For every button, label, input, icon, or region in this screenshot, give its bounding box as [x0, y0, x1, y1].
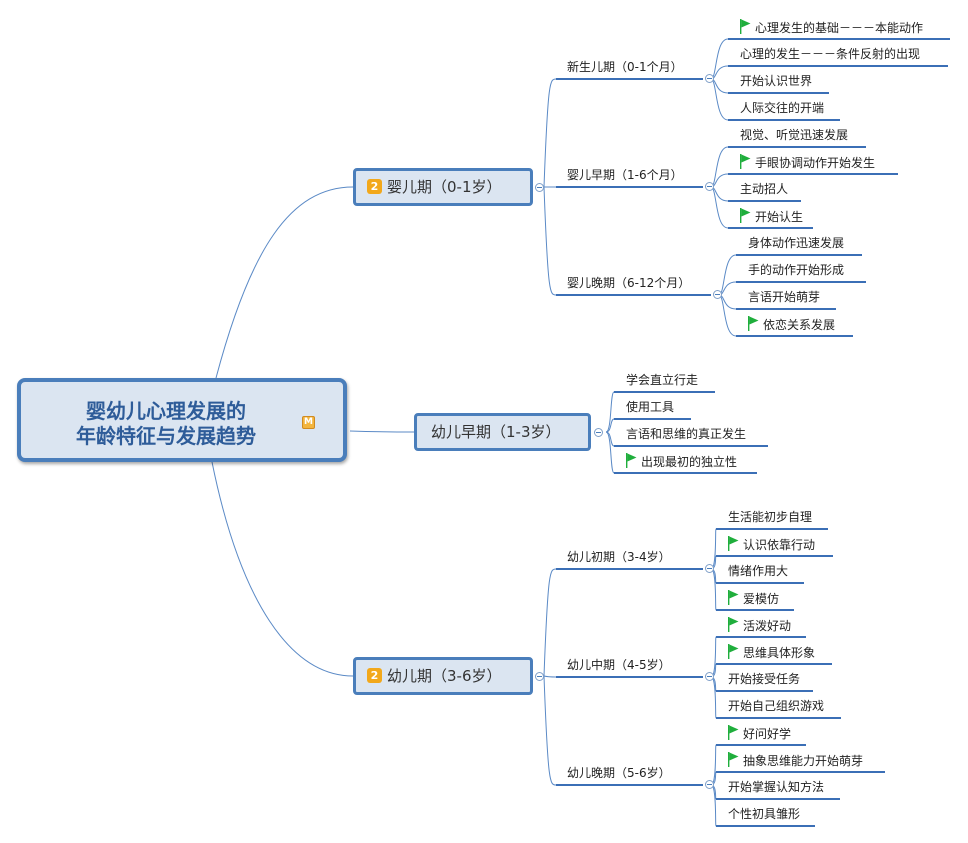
leaf-topic[interactable]: 心理发生的基础－－－本能动作 — [740, 19, 923, 36]
priority-2-icon: 2 — [367, 668, 382, 683]
subtopic-5[interactable]: 幼儿中期（4-5岁） — [567, 658, 671, 672]
leaf-label: 情绪作用大 — [728, 564, 789, 578]
collapse-toggle-subtopic-2[interactable] — [713, 290, 722, 299]
subtopic-6[interactable]: 幼儿晚期（5-6岁） — [567, 766, 671, 780]
leaf-label: 出现最初的独立性 — [641, 455, 738, 469]
leaf-label: 爱模仿 — [743, 592, 780, 606]
subtopic-4[interactable]: 幼儿初期（3-4岁） — [567, 550, 671, 564]
leaf-label: 身体动作迅速发展 — [748, 236, 845, 250]
branch-infant[interactable]: 2 婴儿期（0-1岁） — [353, 168, 533, 206]
green-flag-icon — [728, 590, 739, 605]
green-flag-icon — [728, 752, 739, 767]
leaf-label: 认识依靠行动 — [743, 538, 816, 552]
collapse-toggle-early-toddler[interactable] — [594, 428, 603, 437]
leaf-label: 开始接受任务 — [728, 672, 801, 686]
leaf-label: 心理的发生－－－条件反射的出现 — [740, 47, 921, 61]
leaf-label: 开始自己组织游戏 — [728, 699, 825, 713]
leaf-topic[interactable]: 开始认识世界 — [740, 73, 812, 89]
leaf-topic[interactable]: 活泼好动 — [728, 617, 791, 634]
branch-preschool[interactable]: 2 幼儿期（3-6岁） — [353, 657, 533, 695]
leaf-label: 好问好学 — [743, 727, 792, 741]
leaf-topic[interactable]: 手眼协调动作开始发生 — [740, 154, 875, 171]
leaf-topic[interactable]: 依恋关系发展 — [748, 316, 835, 333]
leaf-label: 人际交往的开端 — [740, 101, 825, 115]
leaf-topic[interactable]: 心理的发生－－－条件反射的出现 — [740, 46, 920, 62]
green-flag-icon — [748, 316, 759, 331]
leaf-topic[interactable]: 言语开始萌芽 — [748, 289, 820, 305]
leaf-topic[interactable]: 出现最初的独立性 — [626, 453, 737, 470]
leaf-topic[interactable]: 人际交往的开端 — [740, 100, 824, 116]
central-topic[interactable]: 婴幼儿心理发展的 年龄特征与发展趋势 M — [17, 378, 347, 462]
collapse-toggle-subtopic-6[interactable] — [705, 780, 714, 789]
leaf-topic[interactable]: 开始接受任务 — [728, 671, 800, 687]
leaf-topic[interactable]: 抽象思维能力开始萌芽 — [728, 752, 863, 769]
collapse-toggle-preschool[interactable] — [535, 672, 544, 681]
leaf-label: 思维具体形象 — [743, 646, 816, 660]
marker-m-icon[interactable]: M — [302, 416, 315, 429]
green-flag-icon — [728, 644, 739, 659]
green-flag-icon — [740, 19, 751, 34]
collapse-toggle-subtopic-5[interactable] — [705, 672, 714, 681]
leaf-label: 抽象思维能力开始萌芽 — [743, 754, 864, 768]
leaf-topic[interactable]: 情绪作用大 — [728, 563, 788, 579]
leaf-label: 个性初具雏形 — [728, 807, 801, 821]
leaf-topic[interactable]: 认识依靠行动 — [728, 536, 815, 553]
leaf-topic[interactable]: 开始掌握认知方法 — [728, 779, 824, 795]
leaf-topic[interactable]: 生活能初步自理 — [728, 509, 812, 525]
leaf-label: 主动招人 — [740, 182, 789, 196]
leaf-label: 开始认生 — [755, 210, 804, 224]
central-topic-line-2: 年龄特征与发展趋势 — [76, 424, 256, 448]
leaf-label: 依恋关系发展 — [763, 318, 836, 332]
central-topic-line-1: 婴幼儿心理发展的 — [86, 399, 246, 423]
leaf-topic[interactable]: 开始认生 — [740, 208, 803, 225]
leaf-label: 言语和思维的真正发生 — [626, 427, 747, 441]
leaf-topic[interactable]: 开始自己组织游戏 — [728, 698, 824, 714]
leaf-topic[interactable]: 好问好学 — [728, 725, 791, 742]
collapse-toggle-infant[interactable] — [535, 183, 544, 192]
leaf-label: 使用工具 — [626, 400, 675, 414]
leaf-label: 生活能初步自理 — [728, 510, 813, 524]
branch-label: 幼儿早期（1-3岁） — [431, 423, 561, 441]
leaf-label: 手的动作开始形成 — [748, 263, 845, 277]
leaf-label: 学会直立行走 — [626, 373, 699, 387]
leaf-topic[interactable]: 学会直立行走 — [626, 372, 698, 388]
leaf-label: 手眼协调动作开始发生 — [755, 156, 876, 170]
leaf-topic[interactable]: 个性初具雏形 — [728, 806, 800, 822]
leaf-label: 开始掌握认知方法 — [728, 780, 825, 794]
green-flag-icon — [728, 617, 739, 632]
leaf-topic[interactable]: 使用工具 — [626, 399, 674, 415]
leaf-topic[interactable]: 言语和思维的真正发生 — [626, 426, 746, 442]
leaf-topic[interactable]: 手的动作开始形成 — [748, 262, 844, 278]
subtopic-2[interactable]: 婴儿晚期（6-12个月） — [567, 276, 691, 290]
subtopic-1[interactable]: 婴儿早期（1-6个月） — [567, 168, 683, 182]
leaf-label: 开始认识世界 — [740, 74, 813, 88]
priority-2-icon: 2 — [367, 179, 382, 194]
green-flag-icon — [626, 453, 637, 468]
subtopic-0[interactable]: 新生儿期（0-1个月） — [567, 60, 683, 74]
collapse-toggle-subtopic-1[interactable] — [705, 182, 714, 191]
branch-label: 婴儿期（0-1岁） — [387, 178, 502, 196]
leaf-topic[interactable]: 思维具体形象 — [728, 644, 815, 661]
green-flag-icon — [740, 154, 751, 169]
leaf-label: 视觉、听觉迅速发展 — [740, 128, 849, 142]
green-flag-icon — [728, 536, 739, 551]
green-flag-icon — [740, 208, 751, 223]
leaf-label: 言语开始萌芽 — [748, 290, 821, 304]
leaf-topic[interactable]: 视觉、听觉迅速发展 — [740, 127, 848, 143]
leaf-topic[interactable]: 身体动作迅速发展 — [748, 235, 844, 251]
leaf-topic[interactable]: 主动招人 — [740, 181, 788, 197]
collapse-toggle-subtopic-0[interactable] — [705, 74, 714, 83]
collapse-toggle-subtopic-4[interactable] — [705, 564, 714, 573]
branch-label: 幼儿期（3-6岁） — [387, 667, 502, 685]
green-flag-icon — [728, 725, 739, 740]
leaf-label: 活泼好动 — [743, 619, 792, 633]
branch-early-toddler[interactable]: 幼儿早期（1-3岁） — [414, 413, 591, 451]
leaf-topic[interactable]: 爱模仿 — [728, 590, 779, 607]
central-topic-title: 婴幼儿心理发展的 年龄特征与发展趋势 — [51, 399, 281, 449]
leaf-label: 心理发生的基础－－－本能动作 — [755, 21, 924, 35]
